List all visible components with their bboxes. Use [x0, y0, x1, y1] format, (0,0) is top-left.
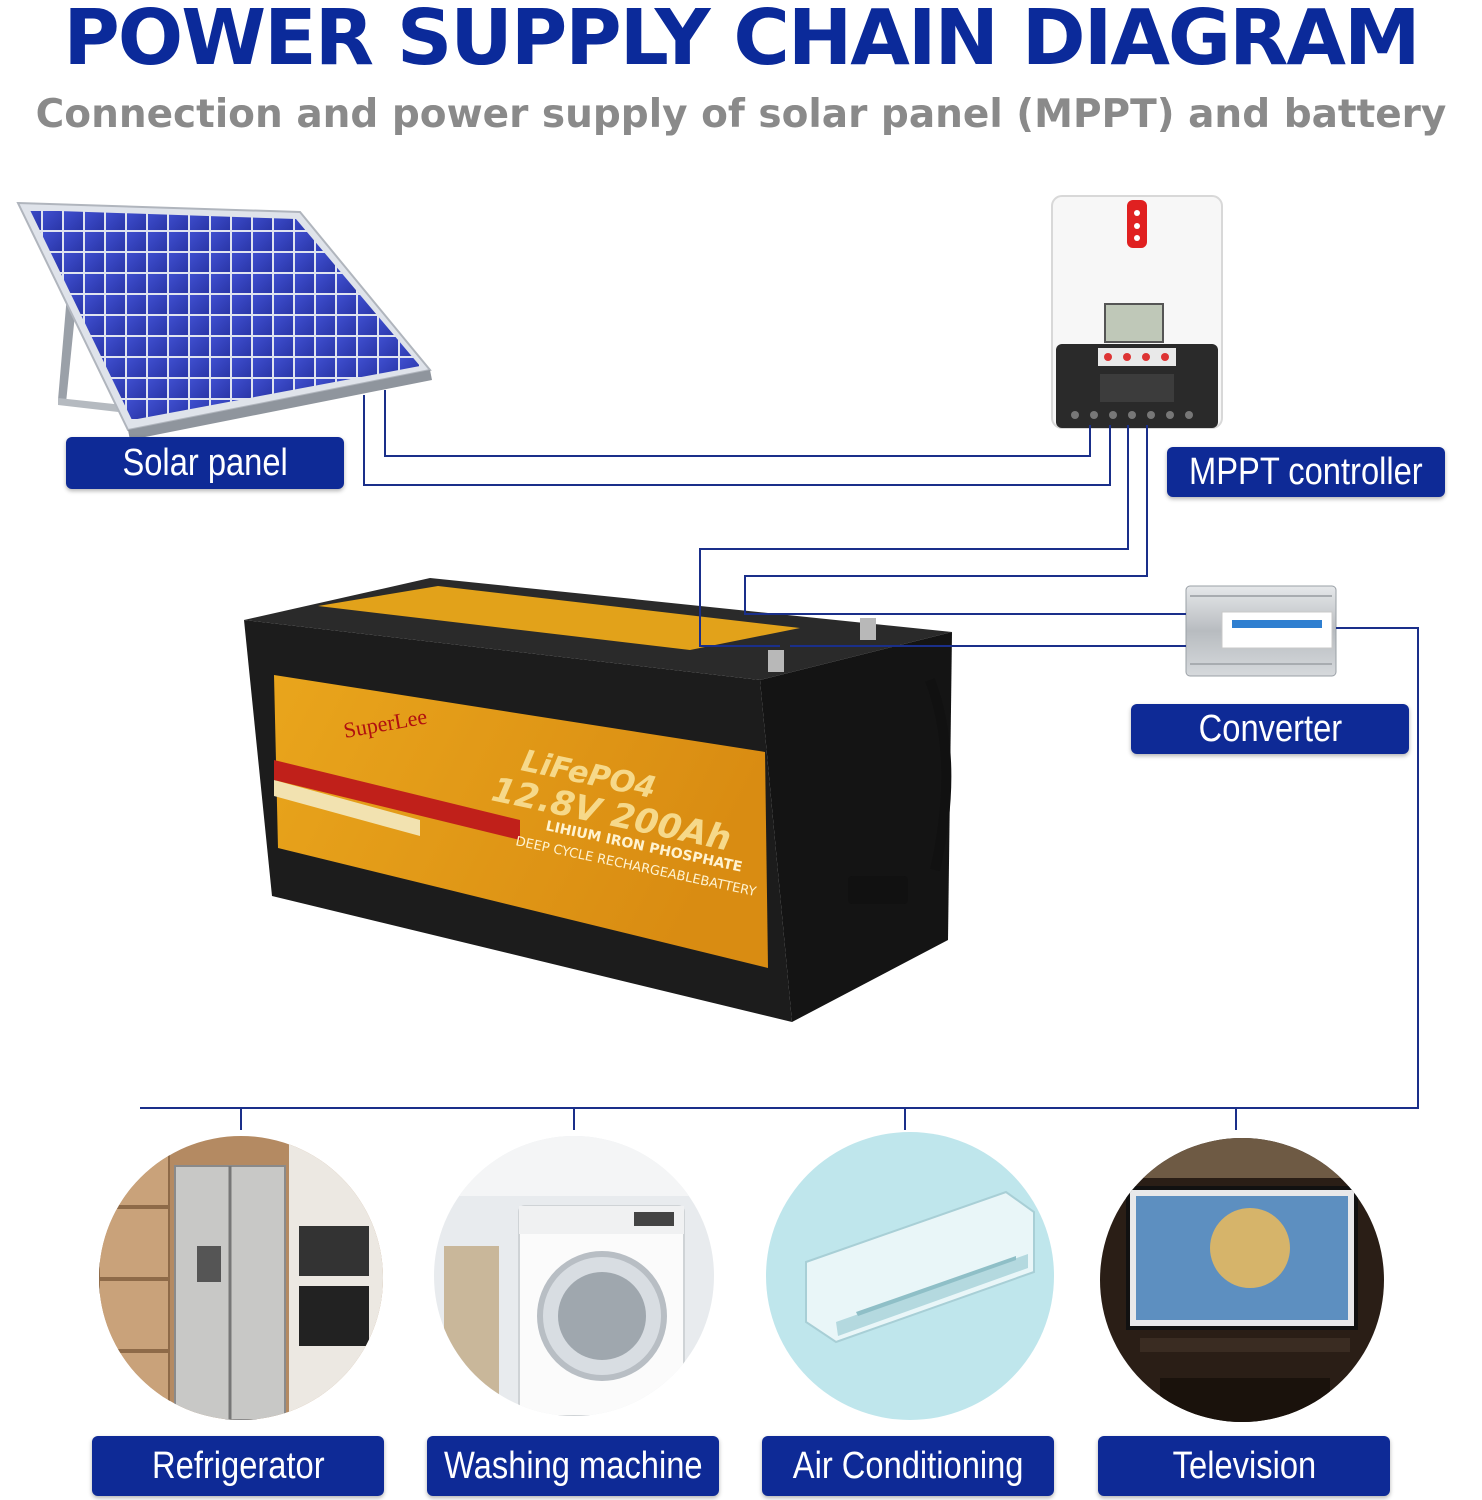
refrigerator-label: Refrigerator	[92, 1436, 384, 1496]
wires	[140, 390, 1419, 1130]
air-conditioning-label: Air Conditioning	[762, 1436, 1054, 1496]
solar-panel-image	[16, 201, 432, 440]
washing-machine-label: Washing machine	[427, 1436, 719, 1496]
washing-machine-image	[434, 1136, 714, 1416]
television-image	[1100, 1138, 1384, 1422]
converter-label: Converter	[1131, 704, 1409, 754]
solar-panel-label: Solar panel	[66, 437, 344, 489]
television-label: Television	[1098, 1436, 1390, 1496]
page-title: POWER SUPPLY CHAIN DIAGRAM	[63, 0, 1420, 83]
page-subtitle: Connection and power supply of solar pan…	[35, 92, 1447, 137]
battery-image	[244, 578, 952, 1022]
mppt-controller-label: MPPT controller	[1167, 447, 1445, 497]
mppt-controller-image	[1051, 195, 1223, 429]
converter-image	[1185, 585, 1337, 677]
refrigerator-image	[99, 1136, 383, 1420]
air-conditioning-image	[766, 1132, 1054, 1420]
